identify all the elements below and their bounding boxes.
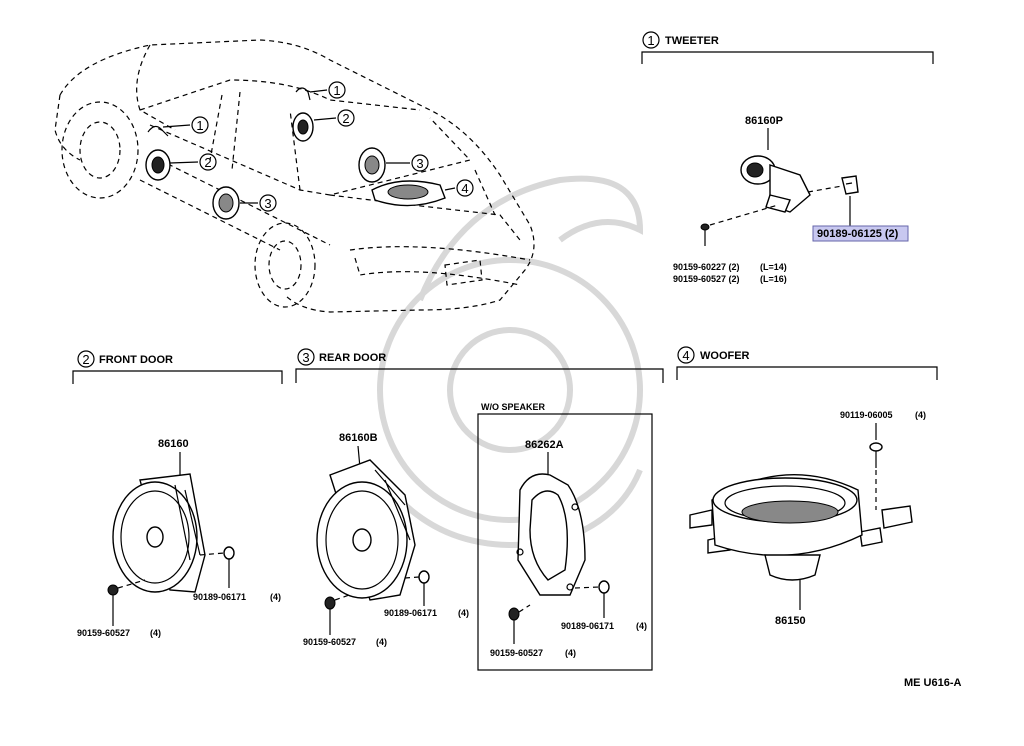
- wo-clip-icon: [598, 580, 610, 618]
- callout-4: 4: [456, 179, 474, 197]
- callout-2-left: 2: [199, 153, 217, 171]
- car-rear-speaker-icon: [212, 186, 240, 220]
- callout-1-right: 1: [328, 81, 346, 99]
- car-front-speaker-right-icon: [292, 112, 314, 142]
- wo-speaker-panel-icon: [516, 473, 586, 596]
- label-90159-60527-rear: 90159-60527: [303, 637, 356, 647]
- svg-text:3: 3: [416, 156, 423, 171]
- rear-speaker-icon: [316, 459, 416, 601]
- label-90189-06171-rear: 90189-06171: [384, 608, 437, 618]
- tweeter-screw-icon: [700, 223, 710, 246]
- woofer-icon: [689, 474, 913, 581]
- svg-text:4: 4: [461, 181, 468, 196]
- label-90159-60527-front: 90159-60527: [77, 628, 130, 638]
- svg-text:3: 3: [302, 350, 309, 365]
- highlight-box: [812, 225, 909, 242]
- wo-screw-icon: [508, 607, 520, 644]
- car-tweeter-left-icon: [147, 125, 169, 137]
- svg-text:(4): (4): [376, 637, 387, 647]
- svg-text:(4): (4): [565, 648, 576, 658]
- svg-text:(4): (4): [636, 621, 647, 631]
- svg-text:(L=16): (L=16): [760, 274, 787, 284]
- section-woofer: 4 WOOFER 90119-06005 (4) 86150: [676, 346, 938, 627]
- section-rear-door: 3 REAR DOOR 86160B 90189-06171 (4) 90159…: [295, 348, 664, 647]
- svg-text:(4): (4): [915, 410, 926, 420]
- watermark: [377, 175, 644, 548]
- label-90189-06171-wo: 90189-06171: [561, 621, 614, 631]
- svg-text:2: 2: [342, 111, 349, 126]
- car-illustration: 1 2 3 1 2 3 4: [54, 39, 535, 313]
- label-86160P: 86160P: [745, 115, 783, 127]
- callout-3-right: 3: [411, 154, 429, 172]
- label-90159-60227: 90159-60227 (2): [673, 262, 740, 272]
- label-90189-06171-front: 90189-06171: [193, 592, 246, 602]
- label-86160: 86160: [158, 438, 189, 450]
- svg-text:2: 2: [82, 352, 89, 367]
- callout-1-left: 1: [191, 116, 209, 134]
- front-screw-icon: [107, 584, 119, 626]
- car-rear-speaker-right-icon: [358, 147, 386, 183]
- svg-text:1: 1: [647, 33, 654, 48]
- callout-3-left: 3: [259, 194, 277, 212]
- svg-text:(4): (4): [270, 592, 281, 602]
- front-door-heading: FRONT DOOR: [99, 354, 173, 366]
- svg-text:(L=14): (L=14): [760, 262, 787, 272]
- label-86160B: 86160B: [339, 432, 378, 444]
- woofer-heading: WOOFER: [700, 350, 750, 362]
- section-front-door: 2 FRONT DOOR 86160 90189-06171 (4) 90159…: [72, 350, 283, 638]
- svg-text:(4): (4): [458, 608, 469, 618]
- svg-text:4: 4: [682, 348, 689, 363]
- front-clip-icon: [223, 546, 235, 588]
- section-tweeter: 1 TWEETER 86160P 90189-06125 (2) 90159-6…: [641, 31, 934, 284]
- label-90159-60527-wo: 90159-60527: [490, 648, 543, 658]
- svg-text:2: 2: [204, 155, 211, 170]
- label-90189-06125: 90189-06125 (2): [817, 228, 899, 240]
- label-86262A: 86262A: [525, 439, 564, 451]
- rear-screw-icon: [324, 596, 336, 635]
- rear-door-heading: REAR DOOR: [319, 352, 386, 364]
- tweeter-icon: [740, 155, 811, 213]
- svg-text:1: 1: [196, 118, 203, 133]
- rear-clip-icon: [418, 570, 430, 606]
- label-90159-60527-tweeter: 90159-60527 (2): [673, 274, 740, 284]
- tweeter-heading: TWEETER: [665, 35, 719, 47]
- section-wo-speaker: W/O SPEAKER 86262A 90189-06171 (4) 90159…: [477, 402, 653, 671]
- front-speaker-icon: [112, 473, 206, 593]
- callout-2-right: 2: [337, 109, 355, 127]
- diagram-code: ME U616-A: [904, 677, 962, 689]
- label-86150: 86150: [775, 615, 806, 627]
- car-front-speaker-icon: [145, 149, 171, 181]
- svg-text:1: 1: [333, 83, 340, 98]
- svg-text:(4): (4): [150, 628, 161, 638]
- label-90119-06005: 90119-06005: [840, 410, 893, 420]
- car-woofer-icon: [371, 180, 446, 207]
- car-tweeter-right-icon: [295, 87, 311, 101]
- woofer-bolt-icon: [869, 442, 883, 468]
- svg-text:3: 3: [264, 196, 271, 211]
- tweeter-clip-icon: [841, 175, 859, 195]
- wo-speaker-heading: W/O SPEAKER: [481, 402, 546, 412]
